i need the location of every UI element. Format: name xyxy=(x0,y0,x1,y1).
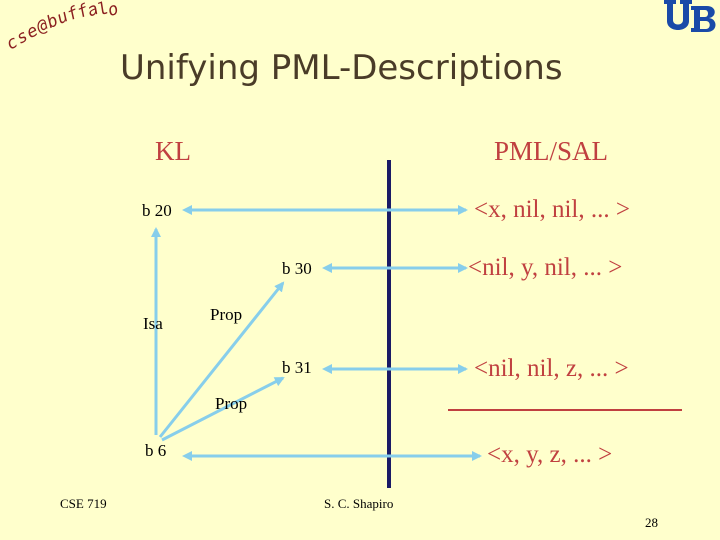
prop-label-lower: Prop xyxy=(215,394,248,413)
isa-label: Isa xyxy=(143,314,163,333)
node-b31: b 31 xyxy=(282,358,312,377)
node-b20: b 20 xyxy=(142,201,172,220)
page-number: 28 xyxy=(645,515,658,530)
prop-label-upper: Prop xyxy=(210,305,243,324)
tuple-nil-y-nil: <nil, y, nil, ... > xyxy=(468,254,623,281)
tuple-nil-nil-z: <nil, nil, z, ... > xyxy=(474,355,629,382)
tuple-x-nil-nil: <x, nil, nil, ... > xyxy=(474,196,630,223)
tuple-x-y-z: <x, y, z, ... > xyxy=(487,441,613,468)
page-title: Unifying PML-Descriptions xyxy=(120,48,563,88)
node-b6: b 6 xyxy=(145,441,167,460)
node-b30: b 30 xyxy=(282,259,312,278)
prop-arrow-to-b30 xyxy=(158,281,285,438)
ub-logo-icon xyxy=(658,0,720,36)
pml-sal-column-label: PML/SAL xyxy=(494,136,609,166)
kl-column-label: KL xyxy=(155,136,191,166)
footer-course: CSE 719 xyxy=(60,496,107,511)
prop-arrow-to-b31 xyxy=(161,376,285,442)
footer-author: S. C. Shapiro xyxy=(324,496,394,511)
